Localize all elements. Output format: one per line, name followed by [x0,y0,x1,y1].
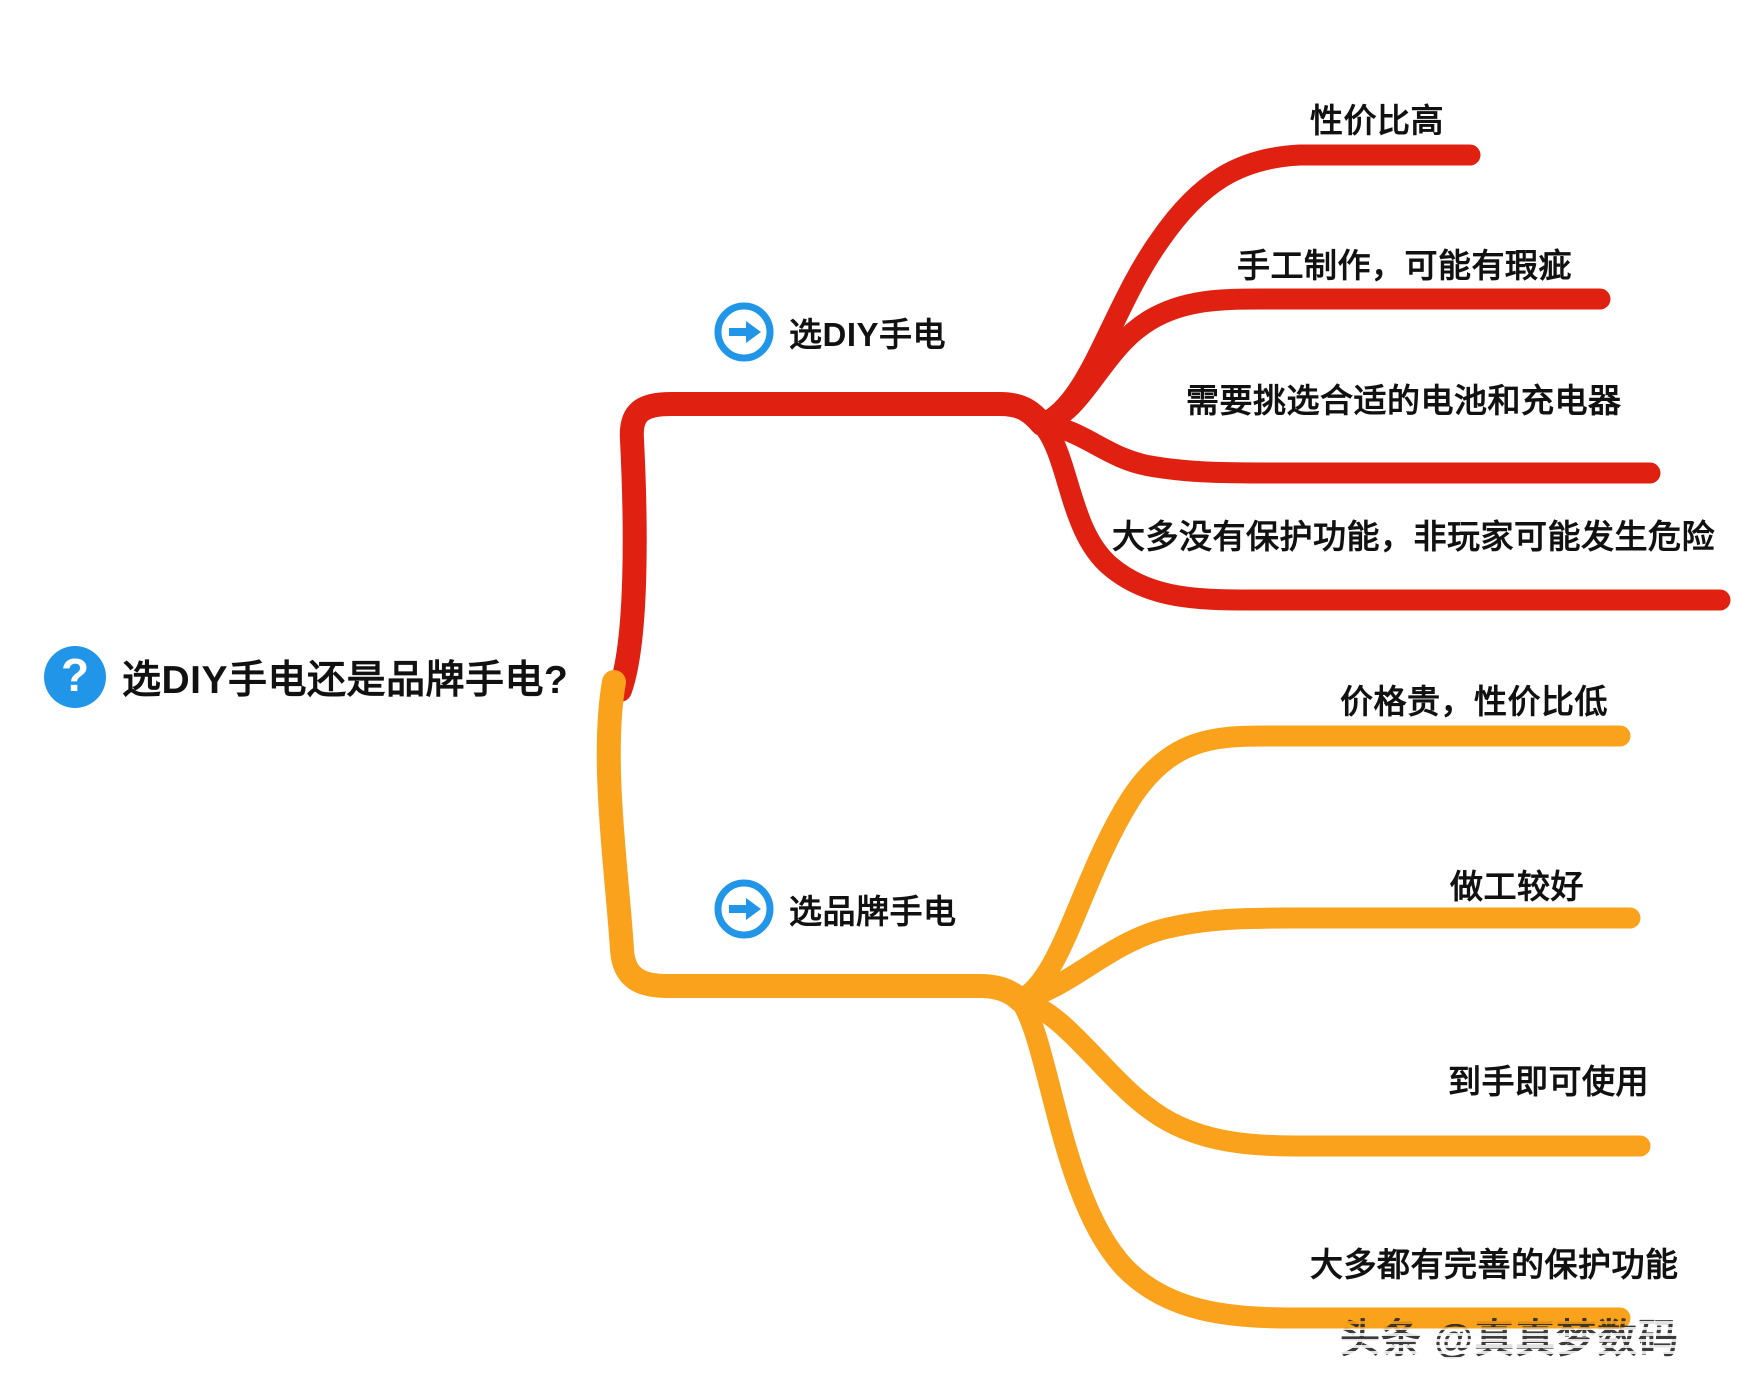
leaf-label-brand-1: 做工较好 [1450,868,1584,905]
branch-node-brand[interactable]: 选品牌手电 [712,877,957,941]
wire-trunk-brand [596,670,1032,1012]
leaf-label-brand-0: 价格贵，性价比低 [1340,683,1608,720]
leaf-label-brand-2: 到手即可使用 [1448,1063,1649,1100]
wire-trunk-diy [608,392,1054,702]
wire-brand-leaf-0 [1009,725,1631,1011]
wire-diy-leaf-3 [1031,413,1731,611]
arrow-right-circle-icon [714,879,774,939]
wire-diy-leaf-1 [1031,288,1611,435]
question-mark-circle-icon: ? [44,646,106,708]
branch-node-diy[interactable]: 选DIY手电 [712,300,946,364]
leaf-label-brand-3: 大多都有完善的保护功能 [1310,1246,1679,1283]
question-mark-glyph: ? [60,649,90,701]
root-node[interactable]: ? 选DIY手电还是品牌手电? [44,646,568,708]
leaf-label-diy-0: 性价比高 [1310,102,1444,139]
arrow-right-circle-icon [714,302,774,362]
leaf-label-diy-2: 需要挑选合适的电池和充电器 [1186,382,1622,419]
wire-brand-leaf-3 [1009,989,1631,1329]
branch-node-diy-label: 选DIY手电 [789,316,947,353]
leaf-label-diy-1: 手工制作，可能有瑕疵 [1237,247,1572,284]
branch-node-brand-label: 选品牌手电 [789,893,957,930]
root-node-label: 选DIY手电还是品牌手电? [122,659,569,702]
wire-brand-leaf-2 [1009,989,1651,1157]
wire-brand-leaf-1 [1009,907,1641,1011]
wire-diy-leaf-2 [1031,413,1661,484]
watermark: 头条 @真真梦数码 [1340,1317,1680,1361]
leaf-label-diy-3: 大多没有保护功能，非玩家可能发生危险 [1112,518,1715,555]
